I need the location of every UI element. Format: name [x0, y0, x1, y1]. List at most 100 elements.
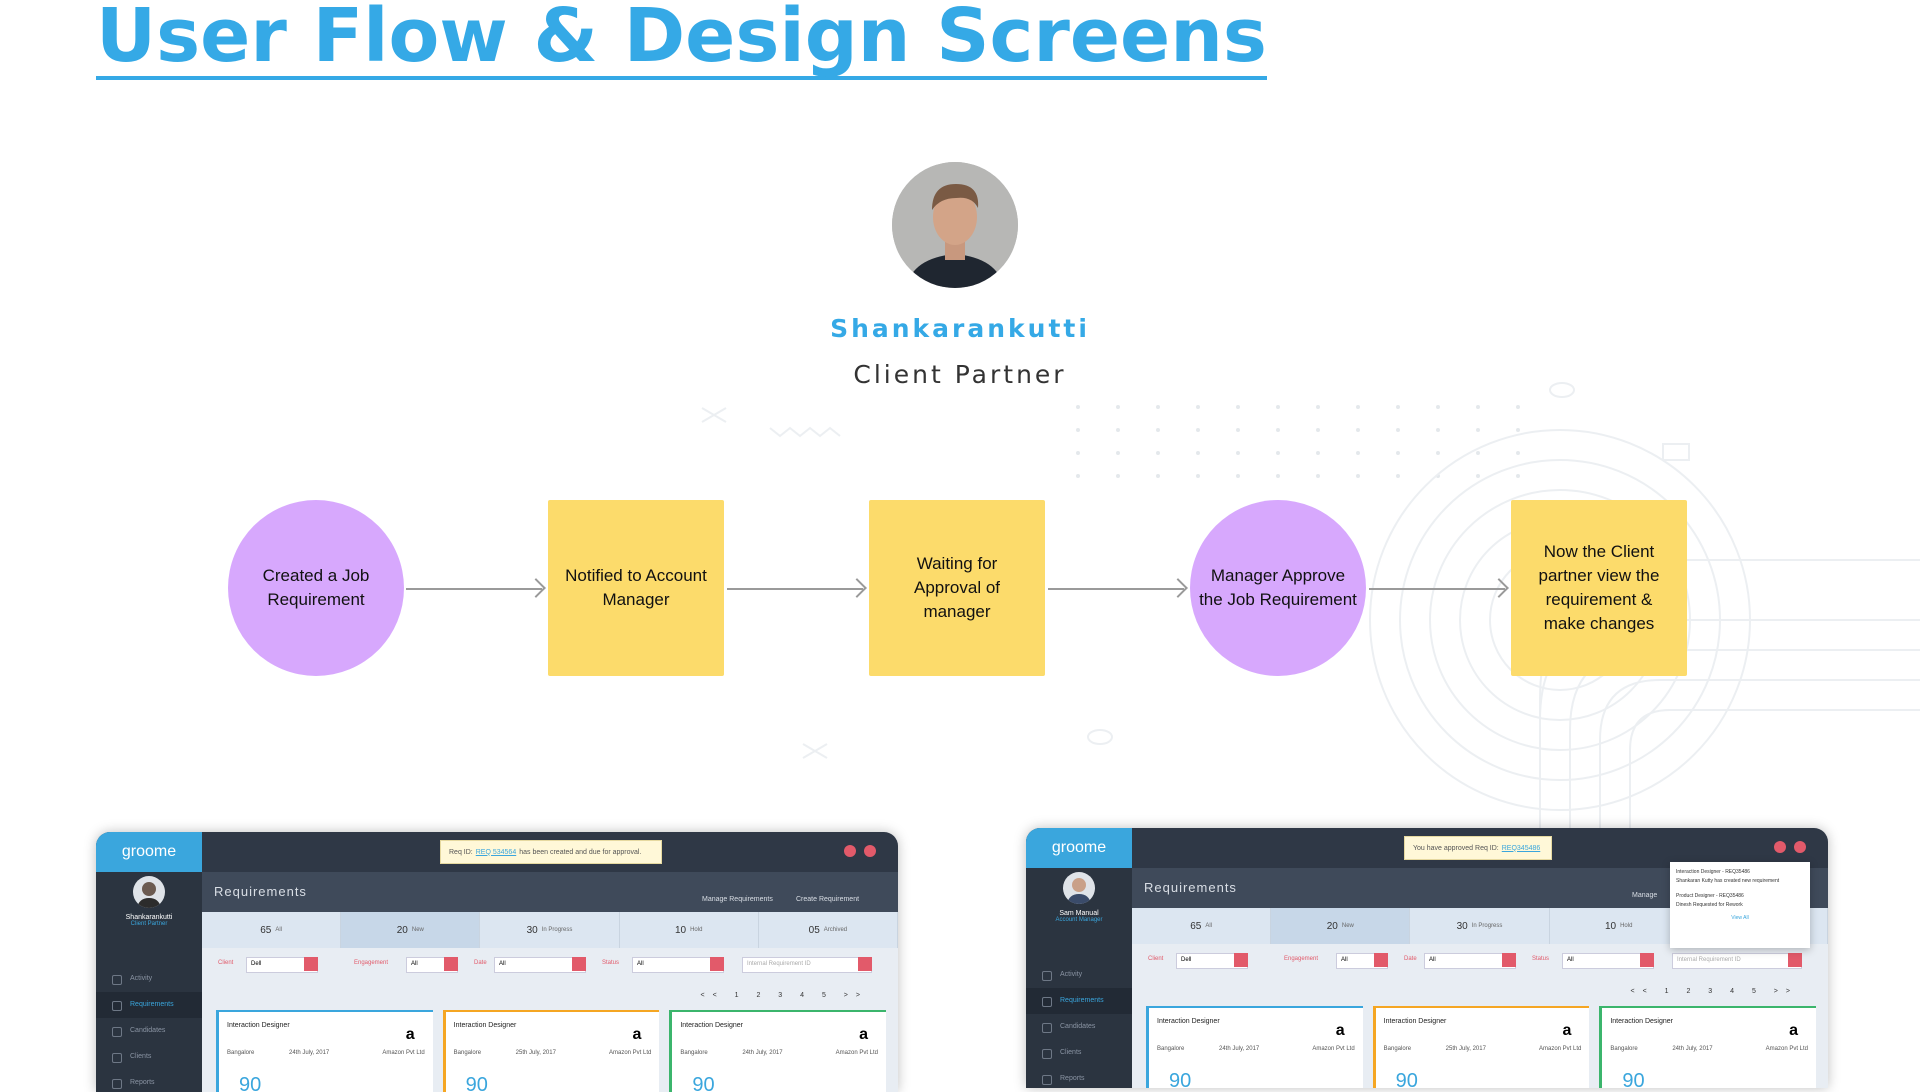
header-title: Requirements — [214, 884, 307, 899]
search-input[interactable]: Internal Requirement ID — [742, 957, 872, 973]
flow-step-label: Now the Client partner view the requirem… — [1538, 542, 1660, 633]
tab-count: 05 — [808, 924, 820, 936]
filter-client-select[interactable]: Dell — [246, 957, 318, 973]
toast-link[interactable]: REQ 534564 — [475, 848, 517, 856]
amazon-logo-icon: a — [1789, 1022, 1799, 1039]
card-date: 24th July, 2017 — [1219, 1046, 1260, 1052]
card-location: Bangalore — [227, 1050, 255, 1056]
view-all-link[interactable]: View All — [1731, 915, 1749, 921]
persona-role: Client Partner — [853, 360, 1067, 389]
pagination[interactable]: << 1 2 3 4 5 >> — [700, 992, 868, 999]
nav-reports[interactable]: Reports — [96, 1070, 202, 1092]
card-title: Interaction Designer — [1383, 1018, 1447, 1025]
card-company: Amazon Pvt Ltd — [608, 1050, 652, 1056]
filter-engagement-select[interactable]: All — [1336, 953, 1388, 969]
card-title: Interaction Designer — [1610, 1018, 1673, 1025]
search-input[interactable]: Internal Requirement ID — [1672, 953, 1802, 969]
flow-arrow — [406, 588, 542, 590]
filter-value: Dell — [251, 961, 262, 967]
tab-count: 30 — [1456, 920, 1468, 932]
card-company: Amazon Pvt Ltd — [1538, 1046, 1582, 1052]
tab-archived[interactable] — [1689, 908, 1828, 944]
manage-button[interactable]: Manage — [1632, 892, 1658, 899]
nav-activity[interactable]: Activity — [1026, 962, 1132, 988]
filter-value: All — [1341, 957, 1348, 963]
nav-candidates[interactable]: Candidates — [96, 1018, 202, 1044]
notification-item[interactable]: Product Designer - REQ35486 Dinesh Reque… — [1676, 892, 1804, 910]
flow-step-created-job: Created a Job Requirement — [228, 500, 404, 676]
card-date: 24th July, 2017 — [742, 1050, 783, 1056]
nav-requirements[interactable]: Requirements — [1026, 988, 1132, 1014]
filter-engagement-select[interactable]: All — [406, 957, 458, 973]
filter-client-label: Client — [218, 960, 234, 966]
app-logo[interactable]: groome — [96, 832, 202, 872]
persona-name: Shankarankutti — [830, 314, 1090, 343]
tab-label: Hold — [1620, 923, 1633, 929]
sidebar — [96, 832, 202, 1092]
card-company: Amazon Pvt Ltd — [1312, 1046, 1355, 1052]
persona-avatar — [892, 162, 1018, 288]
notification-title: Product Designer - REQ35486 — [1676, 893, 1744, 899]
search-placeholder: Internal Requirement ID — [747, 961, 811, 967]
filter-status-select[interactable]: All — [632, 957, 724, 973]
approval-toast: You have approved Req ID: REQ345486 — [1404, 836, 1552, 860]
flow-step-label: Notified to Account Manager — [565, 566, 707, 609]
mail-icon[interactable] — [844, 845, 856, 857]
amazon-logo-icon: a — [1562, 1022, 1572, 1039]
user-photo-icon — [137, 882, 161, 908]
nav-reports[interactable]: Reports — [1026, 1066, 1132, 1088]
bell-icon[interactable] — [864, 845, 876, 857]
mail-icon[interactable] — [1774, 841, 1786, 853]
header-title: Requirements — [1144, 880, 1237, 895]
filter-date-select[interactable]: All — [1424, 953, 1516, 969]
card-title: Interaction Designer — [227, 1022, 290, 1029]
card-company: Amazon Pvt Ltd — [1765, 1046, 1809, 1052]
requirements-header: Requirements Manage Requirements Create … — [202, 872, 898, 912]
nav-activity[interactable]: Activity — [96, 966, 202, 992]
tab-count: 10 — [674, 924, 687, 936]
sidebar-nav: Activity Requirements Candidates Clients… — [1026, 962, 1132, 1088]
sidebar-user: Shankarankutti Client Partner — [96, 876, 202, 927]
filter-date-select[interactable]: All — [494, 957, 586, 973]
card-number: 90 — [1169, 1070, 1192, 1088]
create-requirement-button[interactable]: Create Requirement — [796, 896, 860, 903]
card-date: 25th July, 2017 — [515, 1050, 556, 1056]
user-role: Client Partner — [130, 921, 168, 927]
toast-link[interactable]: REQ345486 — [1501, 844, 1541, 852]
app-logo[interactable]: groome — [1026, 828, 1132, 868]
filter-status-select[interactable]: All — [1562, 953, 1654, 969]
top-icons — [836, 844, 876, 860]
card-title: Interaction Designer — [680, 1022, 743, 1029]
flow-step-waiting: Waiting for Approval of manager — [869, 500, 1045, 676]
filter-client-select[interactable]: Dell — [1176, 953, 1248, 969]
nav-clients[interactable]: Clients — [96, 1044, 202, 1070]
bell-icon[interactable] — [1794, 841, 1806, 853]
manage-requirements-button[interactable]: Manage Requirements — [702, 896, 773, 903]
nav-requirements[interactable]: Requirements — [96, 992, 202, 1018]
tab-label: Hold — [690, 927, 703, 933]
amazon-logo-icon: a — [632, 1026, 642, 1043]
user-photo-icon — [1067, 878, 1091, 904]
filter-value: All — [499, 961, 506, 967]
card-number: 90 — [1622, 1070, 1645, 1088]
tab-count: 20 — [396, 924, 408, 936]
nav-candidates[interactable]: Candidates — [1026, 1014, 1132, 1040]
nav-clients[interactable]: Clients — [1026, 1040, 1132, 1066]
pagination[interactable]: << 1 2 3 4 5 >> — [1630, 988, 1798, 995]
notification-item[interactable]: Interaction Designer - REQ35486 Shankara… — [1676, 868, 1804, 886]
